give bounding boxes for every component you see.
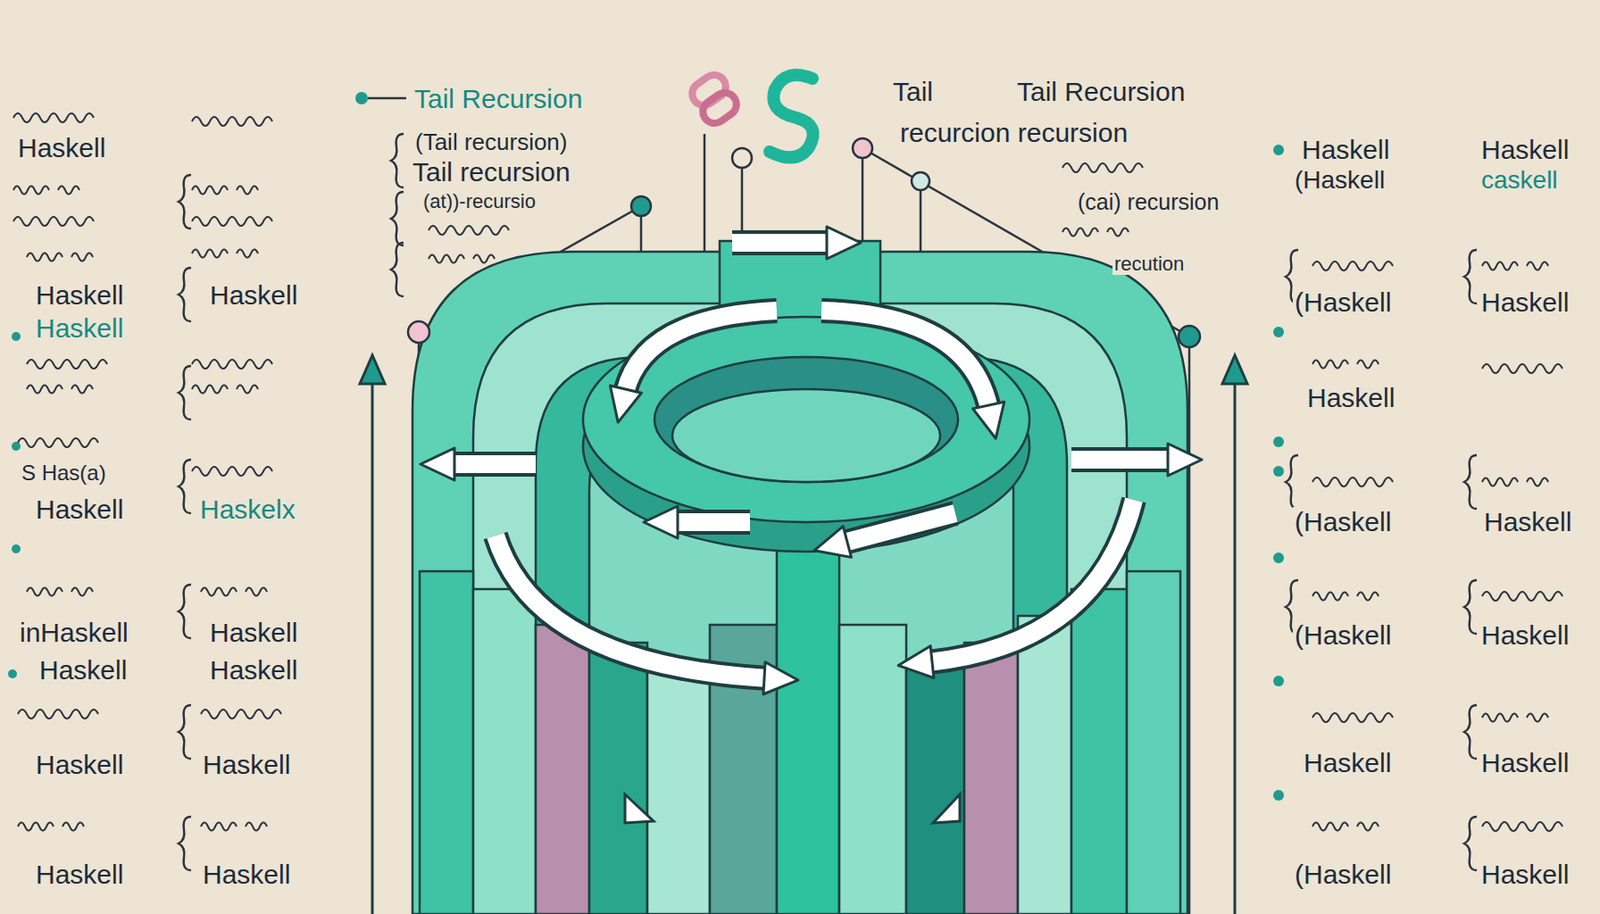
bullet-dots: [8, 144, 1284, 801]
label-text: Haskell: [1300, 134, 1392, 167]
pin-dots: [355, 91, 1200, 348]
label-text: Haskell: [1479, 620, 1571, 652]
label-text: Haskell: [33, 313, 125, 345]
label-text: Haskell: [200, 859, 292, 892]
brace-marks: [178, 133, 1477, 871]
label-text: (Haskell: [1292, 620, 1393, 652]
label-text: (Haskell: [1292, 166, 1387, 195]
top-icons: [687, 70, 814, 159]
label-text: Haskell: [33, 750, 125, 782]
label-text: Haskell: [1479, 134, 1571, 167]
label-text: Haskell: [1482, 507, 1574, 539]
label-text: Haskell: [33, 494, 125, 526]
label-text: Haskell: [1305, 383, 1397, 415]
label-text: Haskell: [1479, 859, 1571, 892]
label-text: Haskelx: [198, 494, 298, 526]
label-text: Haskell: [33, 280, 125, 312]
pin-lines: [418, 133, 1190, 914]
label-text: Tail recursion: [410, 157, 573, 189]
label-text: Haskell: [33, 859, 125, 892]
label-text: Haskell: [208, 655, 300, 687]
scribble-text: [13, 113, 1563, 832]
label-text: Haskell: [16, 133, 108, 165]
label-text: Haskell: [1301, 748, 1393, 780]
label-text: (cai) recursion: [1075, 189, 1221, 216]
label-text: Haskell: [208, 617, 300, 650]
label-text: Haskell: [200, 750, 292, 782]
recursion-structure: [412, 241, 1188, 914]
label-text: recurcion recursion: [898, 117, 1130, 150]
cycle-arrows: [450, 242, 1172, 824]
label-text: (Haskell: [1292, 507, 1393, 539]
label-text: S Has(a): [19, 460, 109, 486]
label-text: Tail: [891, 76, 935, 109]
label-text: Tail Recursion: [1015, 76, 1187, 109]
label-text: recution: [1112, 252, 1186, 275]
label-text: Tail Recursion: [412, 83, 584, 116]
label-text: inHaskell: [17, 617, 131, 650]
label-text: caskell: [1479, 166, 1560, 195]
label-text: Haskell: [1479, 748, 1571, 780]
label-text: Haskell: [1479, 287, 1571, 319]
label-text: (Tail recursion): [413, 129, 570, 157]
label-text: (at))-recursio: [421, 190, 538, 213]
label-text: Haskell: [208, 280, 300, 312]
label-text: Haskell: [37, 655, 129, 687]
label-text: (Haskell: [1292, 287, 1393, 319]
label-text: (Haskell: [1292, 859, 1393, 892]
